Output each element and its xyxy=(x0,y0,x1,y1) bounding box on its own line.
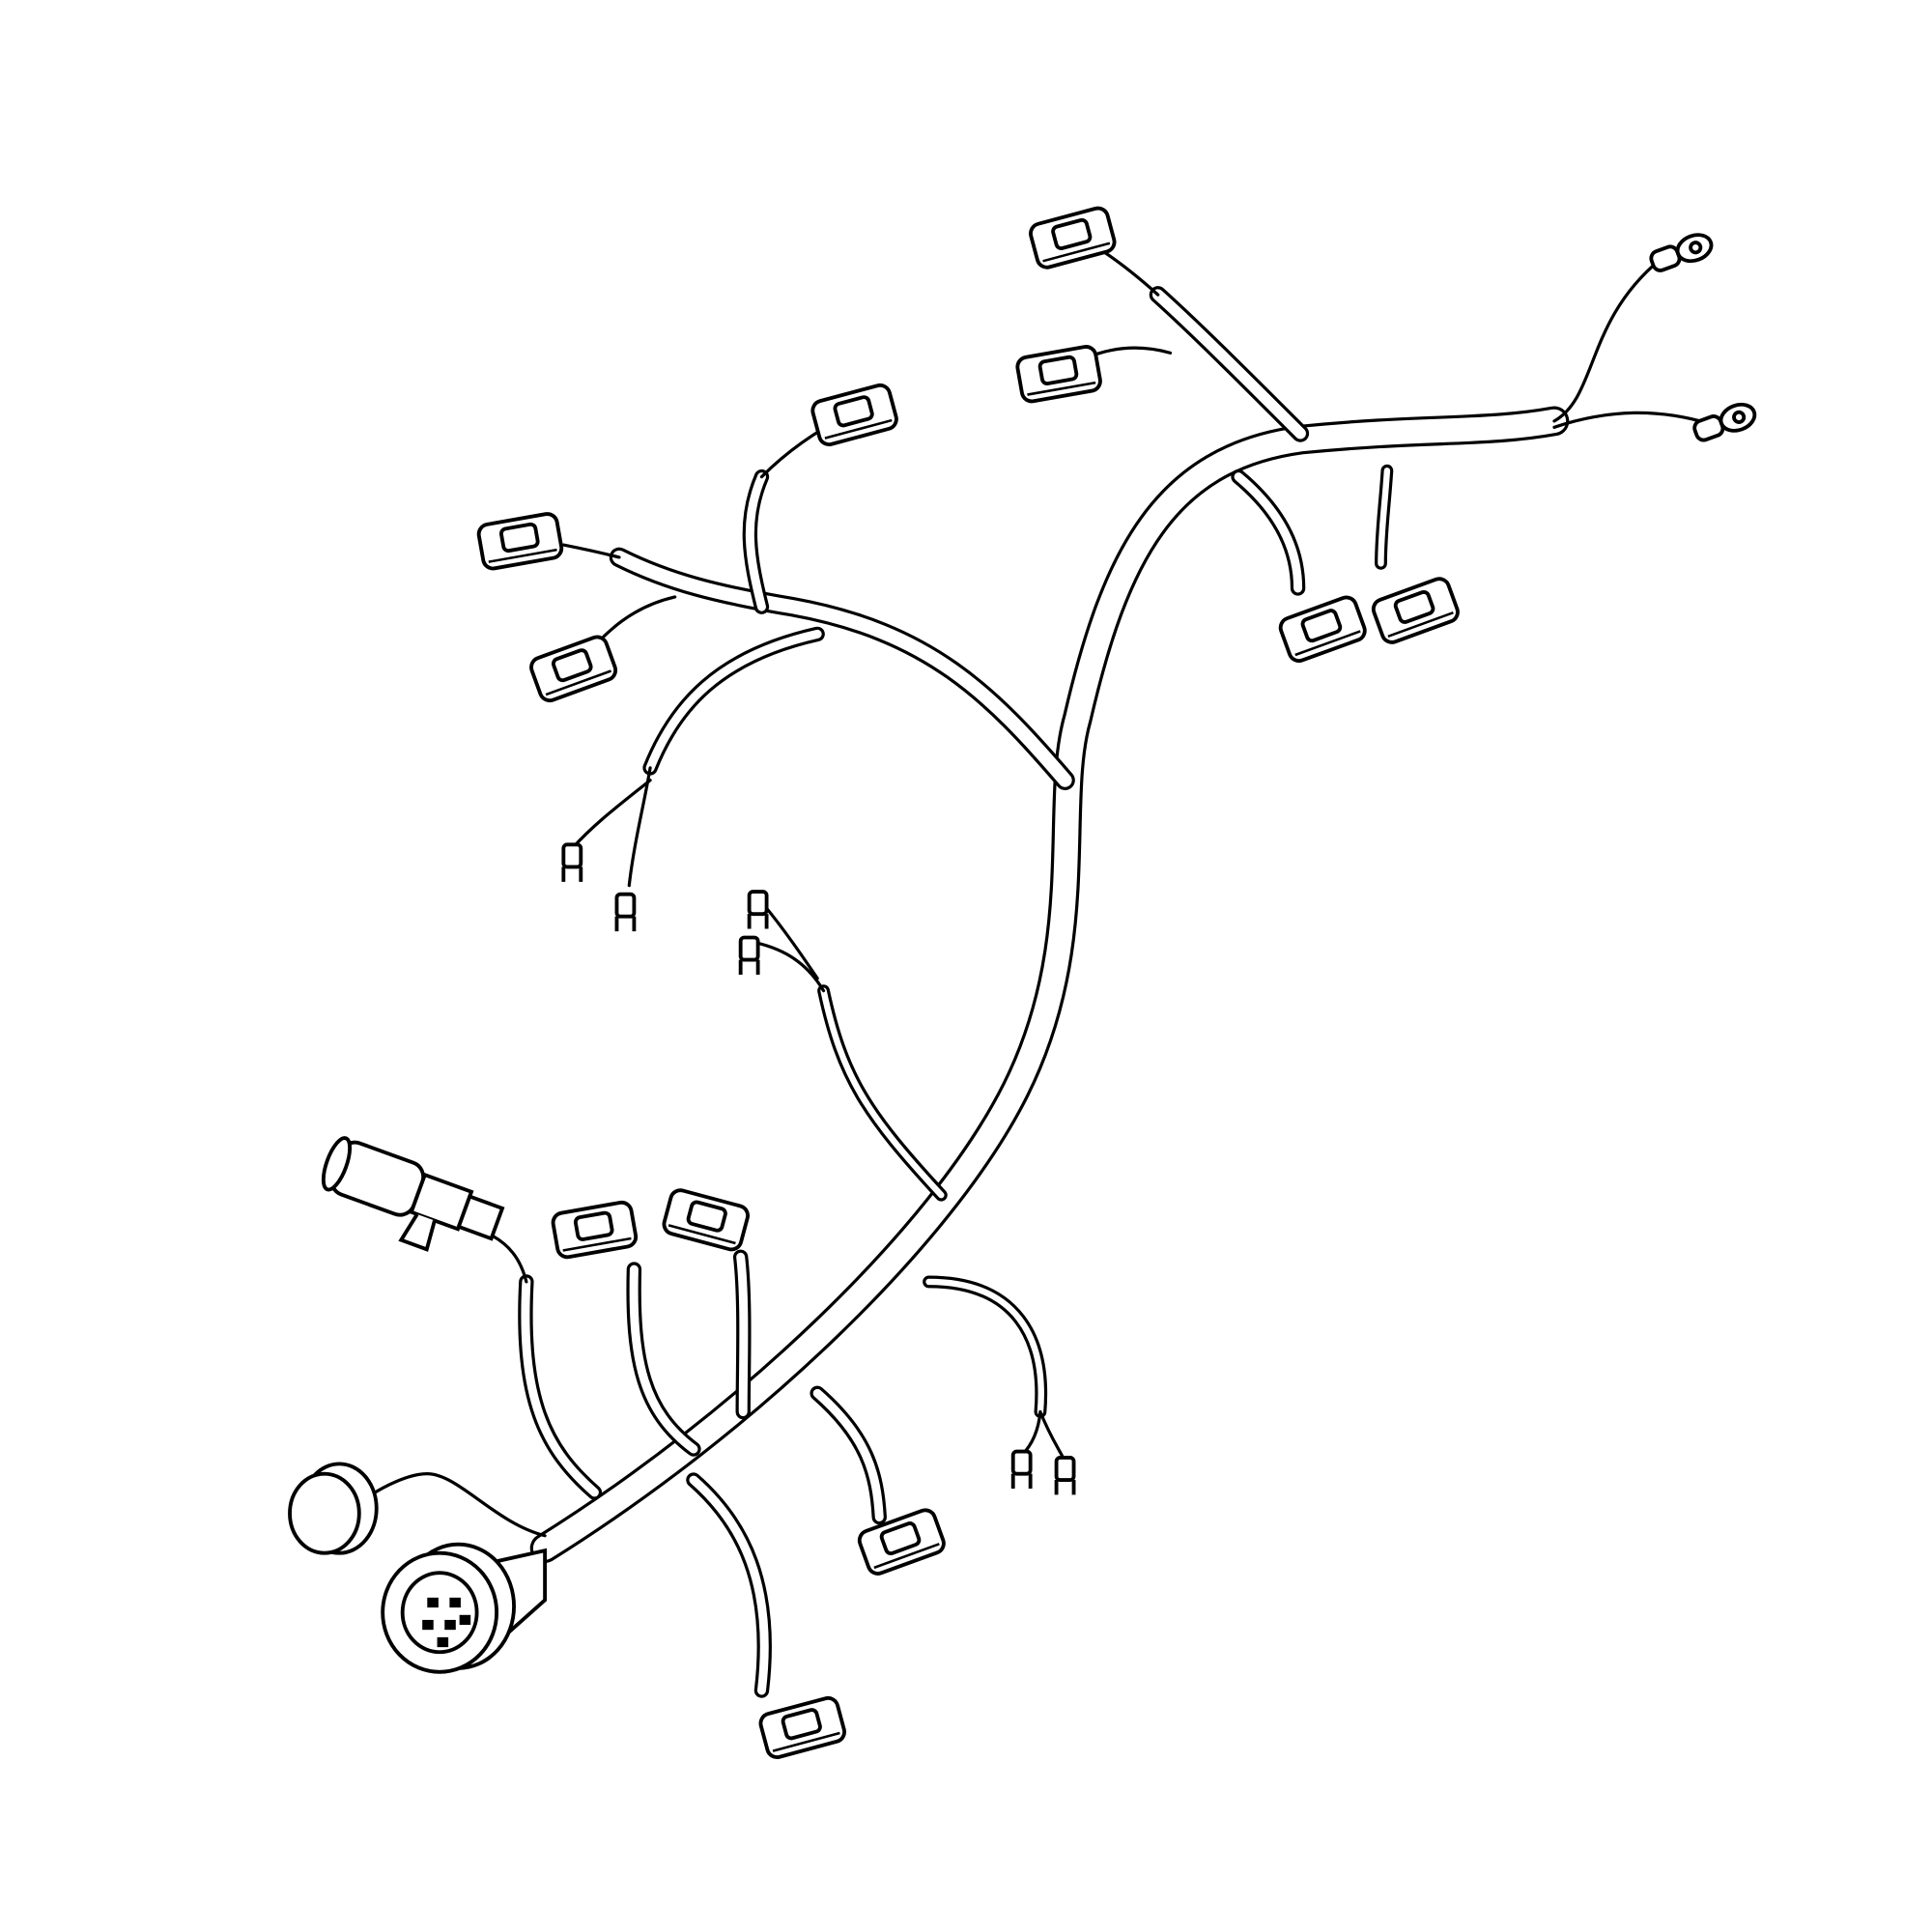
wire-1 xyxy=(561,543,621,559)
lower-branch-1-fill xyxy=(521,1277,599,1497)
terminal-fork xyxy=(738,959,760,975)
round-connector-main xyxy=(381,1542,548,1674)
connector-6 xyxy=(1278,595,1367,664)
connector-ridge xyxy=(1042,242,1111,263)
spade-terminal-1 xyxy=(614,892,637,932)
connector-latch xyxy=(1300,609,1343,643)
connector-pin-4 xyxy=(444,1619,456,1631)
top-right-branch-fill xyxy=(1151,289,1306,440)
terminal-crimp xyxy=(1054,1456,1076,1482)
connector-pin-2 xyxy=(449,1597,461,1608)
center-branch-outline xyxy=(817,984,948,1202)
connector-latch xyxy=(499,522,540,554)
connector-ridge xyxy=(772,1731,840,1752)
spade-terminal-2 xyxy=(561,842,583,882)
connector-pin-1 xyxy=(427,1597,439,1608)
cylinder-plug xyxy=(456,1194,505,1241)
upper-left-branch-fill xyxy=(611,550,1072,787)
connector-ridge xyxy=(562,1236,632,1252)
connector-pin-3 xyxy=(422,1619,434,1631)
wire-6 xyxy=(748,939,826,993)
terminal-crimp xyxy=(561,842,583,869)
connector-8 xyxy=(551,1200,639,1260)
center-branch-fill xyxy=(820,987,945,1199)
connector-10 xyxy=(857,1508,946,1576)
connector-latch xyxy=(781,1708,822,1741)
wire-11 xyxy=(1552,411,1711,429)
connector-1 xyxy=(476,512,564,571)
spade-terminal-6 xyxy=(1054,1456,1076,1495)
wire-5 xyxy=(570,779,652,850)
connector-9 xyxy=(662,1188,750,1252)
lower-branch-5-fill xyxy=(812,1388,884,1521)
connector-ridge xyxy=(824,418,893,440)
upper-branch-fill xyxy=(745,472,766,611)
connector-5 xyxy=(1015,345,1102,404)
connector-2 xyxy=(810,383,898,447)
connector-latch xyxy=(551,648,593,683)
cable-group xyxy=(518,286,1570,1698)
plug-face xyxy=(288,1471,361,1555)
right-down-branch-fill xyxy=(1234,472,1303,593)
connector-latch xyxy=(879,1521,922,1555)
connector-latch xyxy=(1037,355,1079,385)
connector-3 xyxy=(529,635,618,703)
connector-latch xyxy=(1051,217,1093,251)
terminal-fork xyxy=(561,867,583,882)
terminal-fork xyxy=(614,916,637,932)
terminal-hole xyxy=(1689,241,1703,255)
connector-7 xyxy=(1371,577,1460,644)
left-mid-branch-outline xyxy=(642,626,825,776)
terminal-fork xyxy=(1010,1473,1033,1490)
lower-branch-3-fill xyxy=(736,1252,749,1417)
right-down-branch-2-fill xyxy=(1378,467,1391,567)
wire-10 xyxy=(1552,258,1662,423)
terminal-crimp xyxy=(738,935,760,962)
connector-pin-5 xyxy=(459,1614,471,1626)
lower-branch-2-fill xyxy=(629,1264,698,1454)
spade-terminal-3 xyxy=(738,935,760,975)
connector-ridge xyxy=(668,1224,736,1245)
connector-ridge xyxy=(545,669,612,696)
spade-terminal-4 xyxy=(747,890,769,929)
left-mid-branch-fill xyxy=(645,629,822,773)
terminal-fork xyxy=(747,914,769,929)
terminal-crimp xyxy=(614,892,637,919)
connector-insert xyxy=(400,1571,479,1655)
terminal-fork xyxy=(1054,1480,1076,1495)
ring-terminal-2 xyxy=(1692,402,1757,442)
connector-ridge xyxy=(1294,630,1361,657)
connector-group xyxy=(288,206,1757,1759)
lower-branch-4-fill xyxy=(689,1475,769,1695)
cylindrical-connector xyxy=(321,1136,505,1252)
wire-13 xyxy=(363,1472,547,1538)
connector-pin-6 xyxy=(437,1636,449,1648)
connector-latch xyxy=(573,1210,614,1241)
spade-terminal-5 xyxy=(1010,1449,1033,1490)
ring-terminal-1 xyxy=(1649,233,1714,272)
connector-latch xyxy=(686,1200,727,1233)
terminal-crimp xyxy=(747,890,769,917)
connector-4 xyxy=(1029,206,1117,270)
lower-right-branch-fill xyxy=(925,1278,1044,1415)
connector-11 xyxy=(758,1695,846,1759)
wire-12 xyxy=(491,1234,528,1284)
connector-latch xyxy=(833,395,874,428)
wire-15 xyxy=(1038,1409,1067,1463)
wire-14 xyxy=(1020,1409,1042,1458)
terminal-crimp xyxy=(1010,1449,1033,1476)
connector-ridge xyxy=(873,1543,940,1570)
wire-4 xyxy=(627,766,652,888)
round-plug-small xyxy=(288,1462,379,1555)
connector-ridge xyxy=(1387,611,1454,638)
connector-ridge xyxy=(1027,381,1096,396)
mounting-bracket xyxy=(398,1212,437,1252)
connector-ridge xyxy=(488,548,557,563)
terminal-hole xyxy=(1732,410,1747,424)
lower-right-branch-outline xyxy=(923,1275,1048,1418)
connector-latch xyxy=(1393,589,1435,624)
cylinder-end xyxy=(321,1136,353,1192)
